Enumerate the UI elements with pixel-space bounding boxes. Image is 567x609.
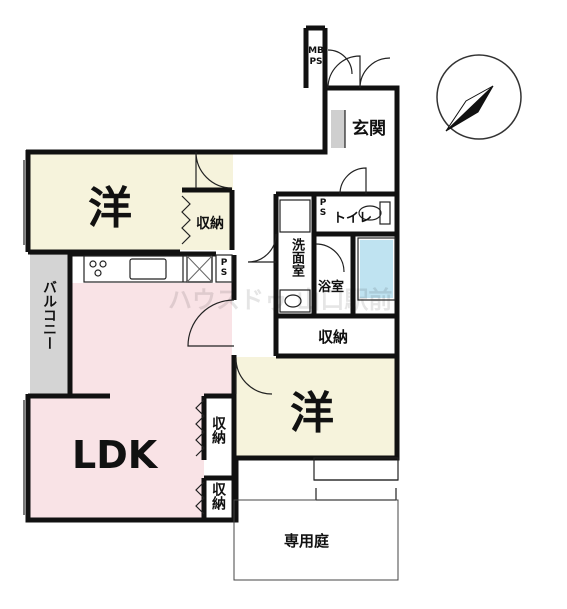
door-western-bottom	[235, 357, 273, 395]
door-ldk	[187, 299, 235, 347]
mbps-label-line2: PS	[309, 57, 323, 67]
balcony-floor	[30, 254, 68, 394]
vanity-sink	[279, 289, 311, 313]
entrance-floor	[331, 110, 345, 148]
door-entrance	[327, 55, 391, 89]
washroom-label: 洗面室	[289, 238, 304, 277]
western-room-bottom-floor	[235, 357, 397, 457]
door-toilet	[339, 167, 367, 195]
ps-label-toilet: PS	[318, 198, 328, 218]
western-room-top-label: 洋	[88, 183, 132, 234]
washing-machine-pan	[279, 199, 311, 233]
ldk-floor	[28, 283, 232, 520]
private-garden-label: 専用庭	[284, 532, 330, 550]
ldk-label: LDK	[72, 433, 159, 477]
mbps-label-line1: MB	[308, 46, 324, 56]
stove-burner-icon	[89, 260, 97, 268]
private-garden-area	[233, 499, 399, 581]
toilet-label: トイレ	[333, 211, 372, 226]
storage-label-top: 収納	[196, 215, 224, 232]
toilet-bowl	[358, 205, 382, 221]
closet-door-ldk-1	[195, 399, 205, 457]
fridge-box	[186, 255, 213, 283]
western-room-bottom-label: 洋	[290, 388, 334, 439]
door-washroom	[247, 233, 277, 263]
terrace-window	[313, 457, 399, 481]
door-western-top	[195, 151, 233, 189]
mbps-label: MB PS	[307, 46, 325, 68]
door-mbps	[327, 49, 353, 75]
kitchen-counter	[83, 255, 213, 283]
storage-label-ldk-2: 収納	[210, 482, 226, 510]
ps-box-kitchen	[215, 254, 233, 283]
ps-label-kitchen: PS	[219, 258, 229, 278]
bathtub	[360, 240, 393, 298]
compass	[436, 54, 522, 140]
closet-door-top	[181, 195, 191, 245]
storage-label-middle: 収納	[318, 328, 348, 346]
kitchen-sink	[129, 258, 167, 280]
western-room-top-floor	[28, 152, 233, 250]
entrance-label: 玄関	[352, 118, 386, 139]
closet-door-ldk-2	[195, 481, 205, 515]
balcony-label: バルコニー	[41, 280, 57, 350]
toilet-tank	[379, 201, 391, 225]
door-bath	[315, 243, 345, 273]
storage-label-ldk-1: 収納	[210, 416, 226, 444]
bathroom-label: 浴室	[318, 280, 345, 295]
